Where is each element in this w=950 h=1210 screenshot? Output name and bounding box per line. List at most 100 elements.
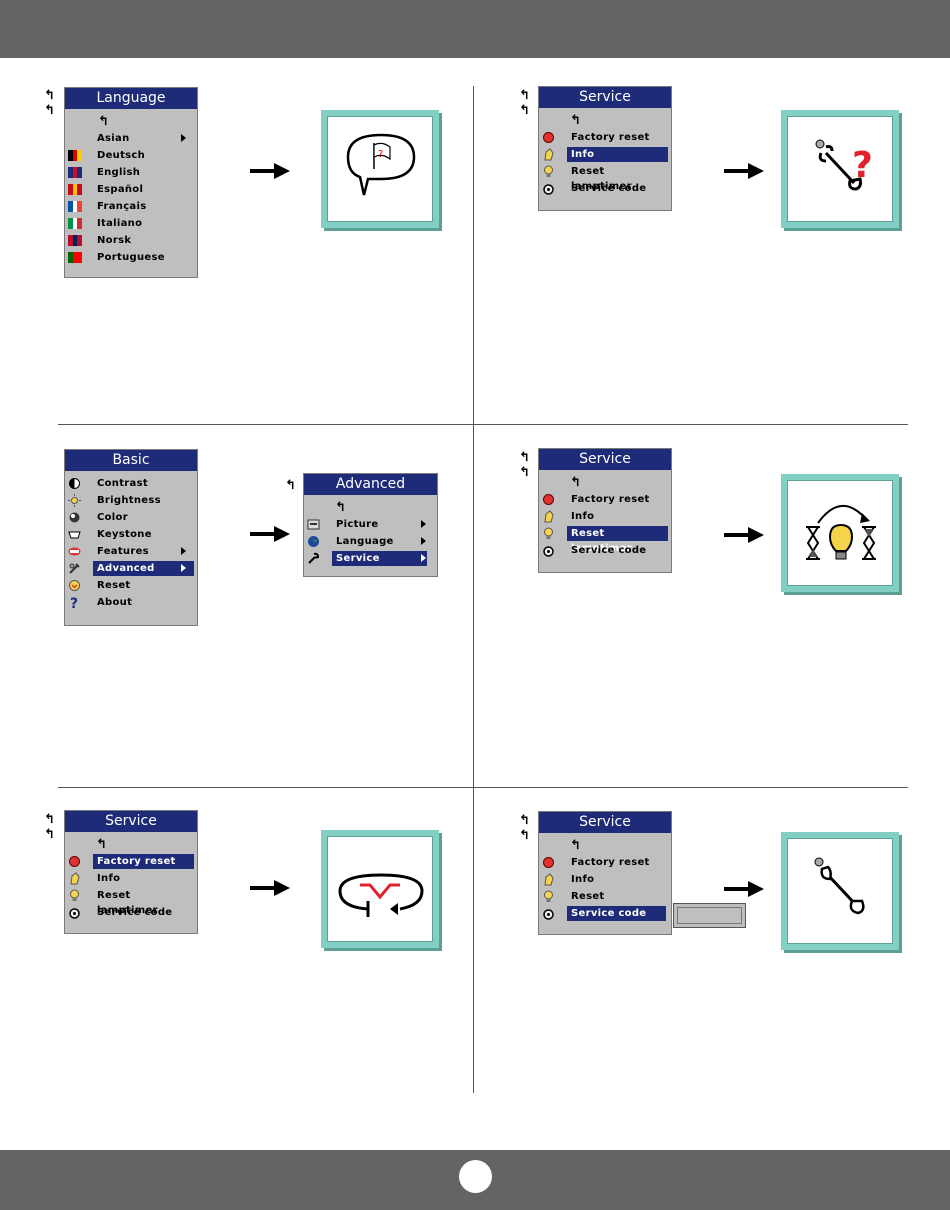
submenu-arrow-icon <box>421 537 426 545</box>
svg-text:?: ? <box>70 596 78 609</box>
right-arrow-icon <box>724 527 764 543</box>
menu-item-francais[interactable]: Français <box>65 198 197 215</box>
menu-item-info[interactable]: Info <box>539 871 671 888</box>
factory-reset-icon <box>543 857 554 868</box>
globe-icon <box>308 536 319 547</box>
service-code-input[interactable] <box>673 903 746 928</box>
menu-item-brightness[interactable]: Brightness <box>65 492 197 509</box>
menu-item-contrast[interactable]: Contrast <box>65 475 197 492</box>
menu-item-language[interactable]: Language <box>304 533 437 550</box>
submenu-arrow-icon <box>421 554 426 562</box>
french-flag-icon <box>68 201 83 212</box>
advanced-icon <box>69 563 80 574</box>
menu-item-italiano[interactable]: Italiano <box>65 215 197 232</box>
back-arrow-icon: ↰ <box>519 450 530 465</box>
menu-back-row[interactable]: ↰ <box>539 474 671 491</box>
submenu-arrow-icon <box>181 547 186 555</box>
menu-back-row[interactable]: ↰ <box>304 499 437 516</box>
back-arrow-icon: ↰ <box>285 478 296 493</box>
menu-back-row[interactable]: ↰ <box>539 837 671 854</box>
back-arrow-icon: ↰ <box>335 500 347 515</box>
submenu-arrow-icon <box>181 134 186 142</box>
menu-item-keystone[interactable]: Keystone <box>65 526 197 543</box>
norwegian-flag-icon <box>68 235 83 246</box>
speech-bubble-flag-icon: ? <box>346 133 416 196</box>
svg-text:?: ? <box>378 149 383 160</box>
service-menu-info: Service ↰ Factory reset Info Reset lampt… <box>538 86 672 211</box>
service-menu-service-code: Service ↰ Factory reset Info Reset lampt… <box>538 811 672 935</box>
advanced-menu: Advanced ↰ Picture Language Service <box>303 473 438 577</box>
menu-item-norsk[interactable]: Norsk <box>65 232 197 249</box>
menu-item-service-code[interactable]: Service code <box>539 905 671 922</box>
info-icon <box>70 872 80 885</box>
menu-item-service-code[interactable]: Service code <box>65 904 197 921</box>
menu-item-service[interactable]: Service <box>304 550 437 567</box>
menu-item-features[interactable]: Features <box>65 543 197 560</box>
menu-item-factory-reset[interactable]: Factory reset <box>65 853 197 870</box>
menu-item-english[interactable]: English <box>65 164 197 181</box>
lamp-icon <box>70 889 79 901</box>
hourglass-lamp-icon <box>806 504 876 560</box>
reset-loop-icon <box>338 873 424 917</box>
wrench-question-icon: ? <box>815 139 873 191</box>
back-arrow-icon: ↰ <box>44 812 55 827</box>
menu-item-reset-lamptimer[interactable]: Reset lamptimer <box>65 887 197 916</box>
menu-item-service-code[interactable]: Service code <box>539 180 671 197</box>
menu-item-asian[interactable]: Asian <box>65 130 197 147</box>
submenu-arrow-icon <box>421 520 426 528</box>
lock-icon <box>543 184 554 195</box>
menu-item-deutsch[interactable]: Deutsch <box>65 147 197 164</box>
menu-title: Service <box>539 87 671 108</box>
back-arrow-icon: ↰ <box>519 103 530 118</box>
menu-item-factory-reset[interactable]: Factory reset <box>539 854 671 871</box>
menu-back-row[interactable]: ↰ <box>65 836 197 853</box>
portuguese-flag-icon <box>68 252 83 263</box>
info-icon <box>544 510 554 523</box>
menu-item-reset[interactable]: Reset <box>65 577 197 594</box>
language-menu: Language ↰ Asian Deutsch English Español… <box>64 87 198 278</box>
back-arrow-icon: ↰ <box>44 103 55 118</box>
menu-back-row[interactable]: ↰ <box>65 113 197 130</box>
menu-item-picture[interactable]: Picture <box>304 516 437 533</box>
menu-item-reset-lamptimer[interactable]: Reset lamptimer <box>539 163 671 192</box>
basic-menu: Basic Contrast Brightness Color Keystone… <box>64 449 198 626</box>
info-illustration: ? <box>781 110 899 228</box>
menu-item-factory-reset[interactable]: Factory reset <box>539 129 671 146</box>
factory-reset-icon <box>543 132 554 143</box>
menu-item-info[interactable]: Info <box>65 870 197 887</box>
menu-item-reset-lamptimer[interactable]: Reset lamptimer <box>539 888 671 917</box>
menu-item-advanced[interactable]: Advanced <box>65 560 197 577</box>
contrast-icon <box>69 478 80 489</box>
service-code-illustration <box>781 832 899 950</box>
language-illustration: ? <box>321 110 439 228</box>
menu-title: Service <box>539 812 671 833</box>
menu-item-info[interactable]: Info <box>539 146 671 163</box>
back-arrow-icon: ↰ <box>519 813 530 828</box>
svg-text:?: ? <box>852 145 873 186</box>
italian-flag-icon <box>68 218 83 229</box>
menu-item-reset-lamptimer[interactable]: Reset lamptimer <box>539 525 671 554</box>
menu-item-factory-reset[interactable]: Factory reset <box>539 491 671 508</box>
menu-item-portuguese[interactable]: Portuguese <box>65 249 197 266</box>
factory-reset-icon <box>69 856 80 867</box>
color-icon <box>69 512 80 523</box>
menu-title: Advanced <box>304 474 437 495</box>
lamp-icon <box>544 165 553 177</box>
submenu-arrow-icon <box>181 564 186 572</box>
menu-item-service-code[interactable]: Service code <box>539 542 671 559</box>
right-arrow-icon <box>724 881 764 897</box>
menu-item-info[interactable]: Info <box>539 508 671 525</box>
lamp-icon <box>544 527 553 539</box>
service-menu-factory-reset: Service ↰ Factory reset Info Reset lampt… <box>64 810 198 934</box>
right-arrow-icon <box>250 163 290 179</box>
right-arrow-icon <box>724 163 764 179</box>
keystone-icon <box>68 531 81 539</box>
menu-back-row[interactable]: ↰ <box>539 112 671 129</box>
menu-item-color[interactable]: Color <box>65 509 197 526</box>
back-arrow-icon: ↰ <box>570 838 582 853</box>
menu-item-about[interactable]: ? About <box>65 594 197 611</box>
menu-item-espanol[interactable]: Español <box>65 181 197 198</box>
back-arrow-icon: ↰ <box>96 837 108 852</box>
lock-icon <box>69 908 80 919</box>
back-arrow-icon: ↰ <box>570 475 582 490</box>
